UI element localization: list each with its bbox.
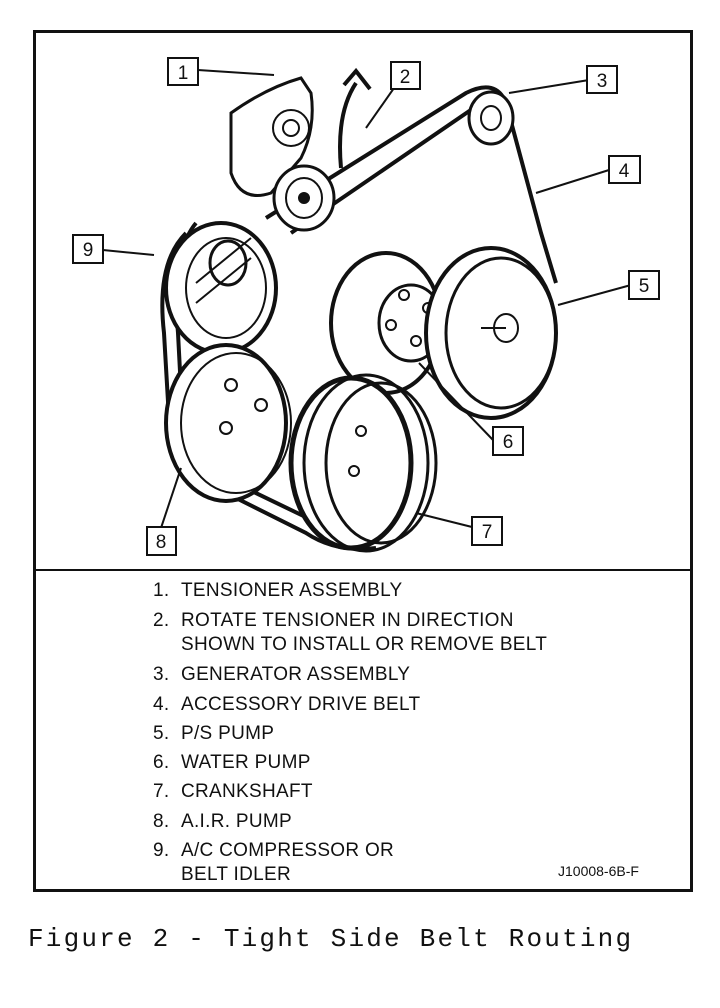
legend-item-number: 1. xyxy=(153,580,170,601)
legend-item-7: 7. CRANKSHAFT xyxy=(153,780,313,804)
accessory-drive-belt xyxy=(160,85,558,551)
legend-item-number: 6. xyxy=(153,752,170,773)
callout-4-label: 4 xyxy=(619,161,630,182)
callout-1-label: 1 xyxy=(178,63,189,84)
callout-6-label: 6 xyxy=(503,432,514,453)
legend-item-number: 9. xyxy=(153,840,170,861)
legend-item-5: 5. P/S PUMP xyxy=(153,722,274,746)
legend-item-number: 7. xyxy=(153,781,170,802)
legend-item-6: 6. WATER PUMP xyxy=(153,751,311,775)
callout-8: 8 xyxy=(146,526,177,556)
legend-item-text: SHOWN TO INSTALL OR REMOVE BELT xyxy=(181,634,548,655)
legend-item-text: ROTATE TENSIONER IN DIRECTION xyxy=(181,610,514,631)
legend: 1. TENSIONER ASSEMBLY 2. ROTATE TENSIONER … xyxy=(36,579,690,885)
figure-frame: 1 2 3 4 5 6 7 8 xyxy=(33,30,693,892)
legend-item-number: 8. xyxy=(153,811,170,832)
belt-routing-diagram: 1 2 3 4 5 6 7 8 xyxy=(72,57,660,556)
ac-compressor-pulley xyxy=(164,221,278,355)
curved-up-arrow-icon xyxy=(338,67,372,169)
callout-4: 4 xyxy=(608,155,641,184)
callout-7-label: 7 xyxy=(482,522,493,543)
ps-pump-pulley xyxy=(424,246,558,420)
legend-item-2: 2. ROTATE TENSIONER IN DIRECTION SHOWN TO … xyxy=(153,609,547,657)
legend-item-9: 9. A/C COMPRESSOR OR BELT IDLER xyxy=(153,839,394,887)
callout-7: 7 xyxy=(471,516,503,546)
callout-3-label: 3 xyxy=(597,71,608,92)
legend-item-text: TENSIONER ASSEMBLY xyxy=(181,580,403,601)
legend-item-4: 4. ACCESSORY DRIVE BELT xyxy=(153,693,420,717)
legend-item-text: WATER PUMP xyxy=(181,752,311,773)
legend-divider xyxy=(36,569,690,571)
legend-item-8: 8. A.I.R. PUMP xyxy=(153,810,292,834)
legend-item-text: GENERATOR ASSEMBLY xyxy=(181,664,411,685)
leader-lines xyxy=(102,69,632,529)
legend-item-number: 3. xyxy=(153,664,170,685)
callout-9: 9 xyxy=(72,234,104,264)
legend-item-text: CRANKSHAFT xyxy=(181,781,313,802)
callout-3: 3 xyxy=(586,65,618,94)
legend-item-text: ACCESSORY DRIVE BELT xyxy=(181,694,421,715)
legend-item-3: 3. GENERATOR ASSEMBLY xyxy=(153,663,410,687)
legend-item-number: 5. xyxy=(153,723,170,744)
generator-assembly xyxy=(467,90,515,146)
callout-5: 5 xyxy=(628,270,660,300)
legend-item-text: A/C COMPRESSOR OR xyxy=(181,840,395,861)
legend-item-number: 4. xyxy=(153,694,170,715)
callout-9-label: 9 xyxy=(83,240,94,261)
callout-6: 6 xyxy=(492,426,524,456)
callout-1: 1 xyxy=(167,57,199,86)
air-pump-pulley xyxy=(164,343,292,503)
callout-8-label: 8 xyxy=(156,532,167,553)
callout-2: 2 xyxy=(390,61,421,90)
figure-caption: Figure 2 - Tight Side Belt Routing xyxy=(28,924,634,954)
callout-5-label: 5 xyxy=(639,276,650,297)
legend-item-text: BELT IDLER xyxy=(181,864,292,885)
document-code: J10008-6B-F xyxy=(558,863,639,879)
legend-item-1: 1. TENSIONER ASSEMBLY xyxy=(153,579,403,603)
legend-item-number: 2. xyxy=(153,610,170,631)
crankshaft-pulley xyxy=(288,373,438,553)
tensioner-assembly xyxy=(229,76,336,232)
legend-item-text: P/S PUMP xyxy=(181,723,275,744)
callout-2-label: 2 xyxy=(400,67,411,88)
legend-item-text: A.I.R. PUMP xyxy=(181,811,292,832)
